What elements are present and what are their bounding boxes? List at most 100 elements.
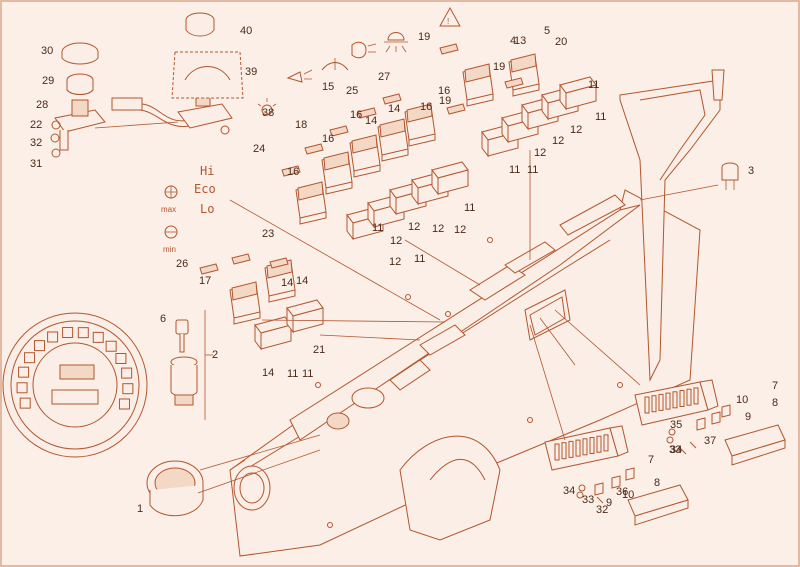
fuse-slot xyxy=(575,439,581,457)
callout-number: 7 xyxy=(648,454,654,466)
switch-lens xyxy=(329,125,349,137)
callout-number: 8 xyxy=(654,477,660,489)
fuse xyxy=(625,467,635,481)
hazard-lamp-icon xyxy=(257,98,277,116)
svg-text:!: ! xyxy=(447,17,449,26)
fuse-slot xyxy=(589,437,595,454)
fuse-slot xyxy=(603,434,609,452)
beacon-icon xyxy=(384,32,408,53)
selector-plate xyxy=(171,51,244,99)
indicator-lamp xyxy=(721,162,739,190)
callout-number: 23 xyxy=(262,228,274,240)
callout-number: 6 xyxy=(160,313,166,325)
gauge-telltale-icon xyxy=(122,383,134,395)
callout-number: 16 xyxy=(438,85,450,97)
switch-lens xyxy=(357,107,377,119)
switch-lens xyxy=(382,93,402,105)
fuse-slot xyxy=(596,435,602,453)
callout-number: 14 xyxy=(388,103,400,115)
wiper-icon xyxy=(321,58,349,71)
callout-number: 32 xyxy=(596,504,608,516)
callout-number: 11 xyxy=(588,79,599,91)
cluster-casing xyxy=(146,460,204,517)
washer xyxy=(576,491,584,499)
indicator-label-max: max xyxy=(161,205,176,214)
switch-lens xyxy=(439,43,459,55)
fuse-slot xyxy=(644,396,650,414)
callout-number: 8 xyxy=(772,397,778,409)
callout-labels: 1234567788991010111111111111111111121212… xyxy=(30,25,778,516)
fuse-slot xyxy=(568,440,574,458)
gauge-telltale-icon xyxy=(121,367,133,379)
callout-number: 35 xyxy=(670,419,682,431)
warning-triangle-icon: ! xyxy=(439,6,461,27)
callout-number: 16 xyxy=(287,166,299,178)
callout-number: 39 xyxy=(245,66,257,78)
rocker-switch xyxy=(295,181,327,225)
rocker-switch xyxy=(229,281,261,325)
fan-min-icon xyxy=(164,225,178,239)
wiring-harness xyxy=(111,97,191,128)
callout-number: 19 xyxy=(439,95,451,107)
fuse-slot xyxy=(561,442,567,460)
rocker-switch xyxy=(508,53,540,97)
callout-number: 16 xyxy=(350,109,362,121)
switch-blank xyxy=(286,299,324,334)
dashboard-housing xyxy=(229,69,725,557)
fuses-and-screws xyxy=(50,120,731,504)
ignition-switch xyxy=(170,356,198,406)
gauge-telltale-icon xyxy=(18,366,30,378)
callout-number: 9 xyxy=(745,411,751,423)
switch-blanks xyxy=(254,76,597,351)
fastener xyxy=(51,148,61,158)
rocker-switch xyxy=(349,134,381,178)
callout-number: 18 xyxy=(295,119,307,131)
callout-number: 29 xyxy=(42,75,54,87)
callout-number: 33 xyxy=(669,444,681,456)
gauge-telltale-icon xyxy=(77,327,89,339)
callout-number: 37 xyxy=(704,435,716,447)
callout-number: 28 xyxy=(36,99,48,111)
switch-blank xyxy=(559,76,597,111)
callout-number: 11 xyxy=(509,164,520,176)
fuse-cover-left xyxy=(627,484,689,526)
callout-number: 14 xyxy=(262,367,274,379)
rocker-switch xyxy=(404,103,436,147)
gauge-telltale-icon xyxy=(115,353,127,364)
fuse-cover-right xyxy=(724,424,786,466)
fastener xyxy=(50,133,60,143)
callout-number: 12 xyxy=(432,223,444,235)
gauge-telltale-icon xyxy=(16,382,28,394)
callout-number: 33 xyxy=(582,494,594,506)
callout-number: 10 xyxy=(736,394,748,406)
fuse xyxy=(711,411,721,425)
callout-number: 3 xyxy=(748,165,754,177)
callout-number: 38 xyxy=(262,107,274,119)
relay-block-left xyxy=(544,425,629,471)
potentiometer-bracket xyxy=(54,99,106,151)
callout-number: 11 xyxy=(464,202,475,214)
callout-number: 14 xyxy=(281,277,293,289)
callout-number: 1 xyxy=(137,503,143,515)
fuse-slot xyxy=(672,391,678,409)
callout-number: 11 xyxy=(302,368,313,380)
switch-lens xyxy=(446,103,466,115)
knob-base xyxy=(66,73,94,95)
headlight-icon xyxy=(351,41,377,59)
fuse-slot xyxy=(658,393,664,411)
rocker-switch xyxy=(462,63,494,107)
callout-number: 10 xyxy=(622,489,634,501)
screw xyxy=(596,496,604,504)
callout-number: 24 xyxy=(253,143,265,155)
washer xyxy=(666,436,674,444)
gauge-telltale-icon xyxy=(62,327,74,339)
callout-number: 26 xyxy=(176,258,188,270)
callout-number: 17 xyxy=(199,275,211,287)
switch-lens xyxy=(269,257,289,269)
callout-number: 34 xyxy=(670,444,682,456)
callout-number: 11 xyxy=(287,368,298,380)
callout-number: 12 xyxy=(570,124,582,136)
callout-number: 12 xyxy=(454,224,466,236)
callout-number: 22 xyxy=(30,119,42,131)
